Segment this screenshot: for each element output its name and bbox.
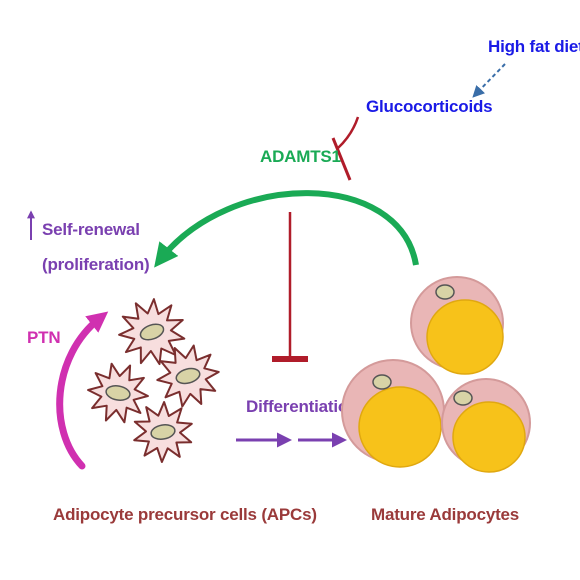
apc-nucleus-2	[175, 367, 201, 385]
adamts1-feedback-arrow	[154, 190, 419, 268]
mature-adipocyte-top	[410, 276, 504, 375]
apc-nucleus-4	[150, 424, 176, 440]
differentiation-label: Differentiation	[246, 397, 358, 416]
glucocorticoid-inhibition-bar	[331, 137, 352, 181]
self-renewal-label: Self-renewal	[42, 220, 140, 239]
apc-nucleus-1	[139, 323, 165, 341]
mature-adipocytes-caption: Mature Adipocytes	[371, 505, 519, 524]
high-fat-diet-label: High fat diet	[488, 37, 580, 56]
apc-nucleus-3	[105, 385, 131, 401]
high-fat-diet-arrow	[472, 63, 506, 98]
mature-adipocyte-left	[341, 359, 445, 468]
proliferation-label: (proliferation)	[42, 255, 150, 274]
glucocorticoids-label: Glucocorticoids	[366, 97, 492, 116]
glucocorticoid-inhibition-line	[337, 116, 360, 149]
apc-caption: Adipocyte precursor cells (APCs)	[53, 505, 317, 524]
apc-cell-group	[87, 298, 220, 463]
ptn-label: PTN	[27, 328, 60, 347]
adamts1-label: ADAMTS1	[260, 147, 341, 166]
ptn-loop-arrow	[56, 311, 109, 470]
mature-adipocyte-right	[441, 378, 531, 473]
